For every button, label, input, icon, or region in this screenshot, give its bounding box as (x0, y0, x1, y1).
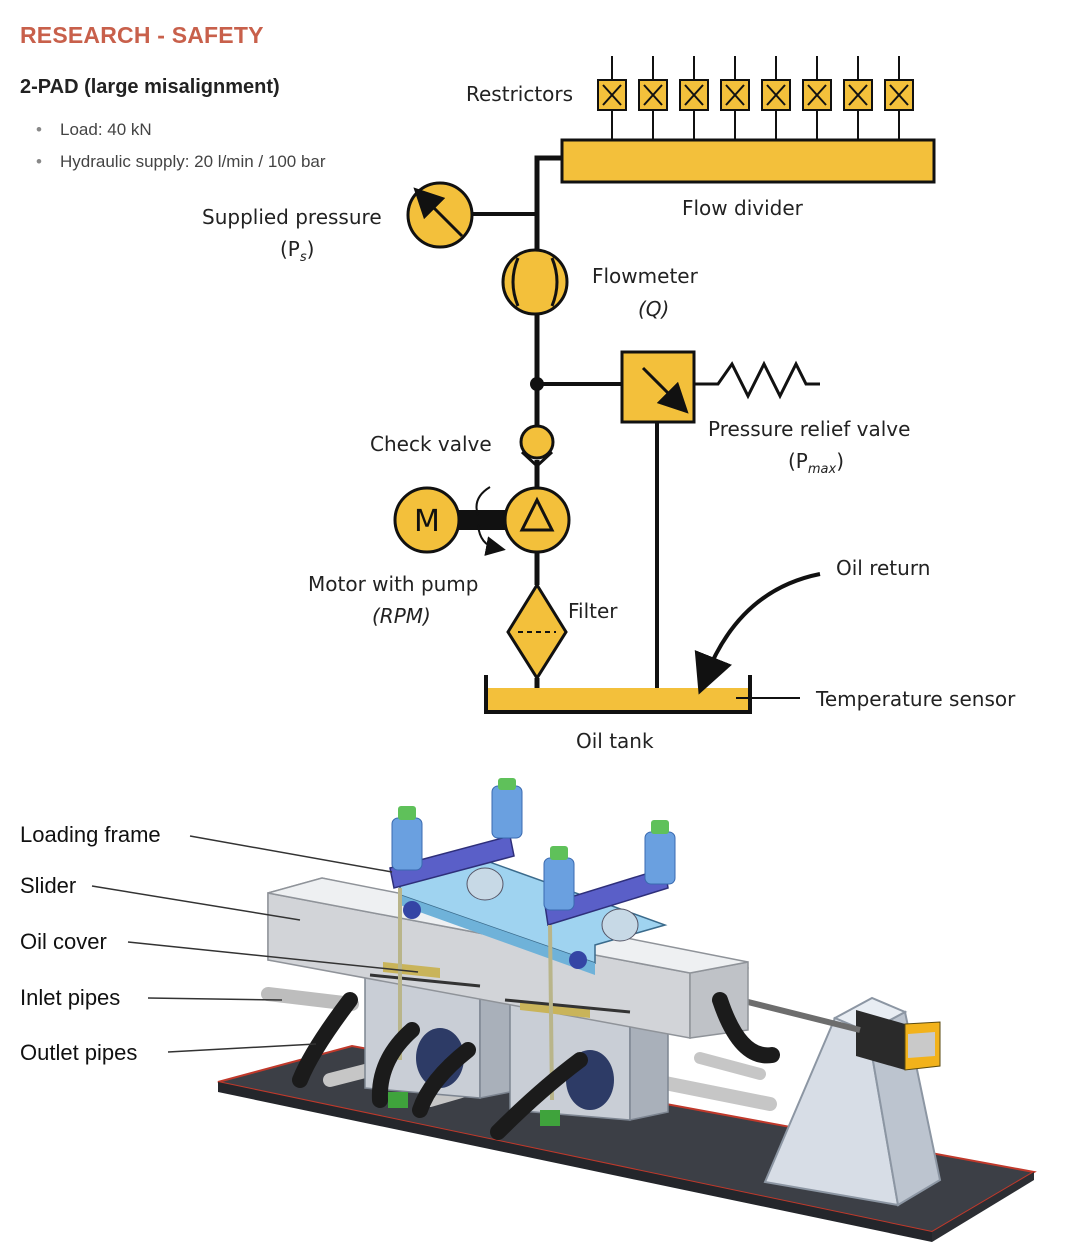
restrictor-icon (802, 56, 832, 140)
motor-rpm-symbol: (RPM) (372, 604, 431, 628)
restrictor-icon (843, 56, 873, 140)
oil-return-arrow (694, 572, 821, 695)
outlet-pipes-leader (167, 1043, 317, 1053)
supplied-pressure-label: Supplied pressure (202, 205, 382, 229)
flowmeter-symbol: (Q) (638, 297, 669, 321)
restrictors-group (597, 56, 914, 140)
restrictor-icon (597, 56, 627, 140)
temperature-sensor-label: Temperature sensor (815, 687, 1016, 711)
spec-load-text: Load: 40 kN (60, 120, 152, 139)
flowmeter-icon (501, 248, 569, 316)
slider-leader (91, 885, 301, 921)
bullet-icon: • (36, 152, 42, 171)
test-rig-illustration (217, 778, 1037, 1242)
restrictor-icon (679, 56, 709, 140)
oil-tank-label: Oil tank (576, 729, 654, 753)
slider-label: Slider (20, 873, 76, 898)
motor-icon: M (393, 486, 506, 556)
outlet-pipes-label: Outlet pipes (20, 1040, 137, 1065)
inlet-pipes-leader (147, 997, 283, 1001)
oil-tank-icon (484, 675, 800, 714)
restrictor-icon (720, 56, 750, 140)
section-title: RESEARCH - SAFETY (20, 22, 264, 48)
supplied-pressure-symbol: (Ps) (280, 237, 314, 265)
pressure-gauge-icon (406, 181, 474, 249)
restrictor-icon (761, 56, 791, 140)
motor-with-pump-label: Motor with pump (308, 572, 479, 596)
rig-labels: Loading frame Slider Oil cover Inlet pip… (20, 822, 419, 1065)
pressure-relief-valve-symbol: (Pmax) (788, 449, 844, 477)
spec-hydraulic-text: Hydraulic supply: 20 l/min / 100 bar (60, 152, 326, 171)
spec-list: • Load: 40 kN • Hydraulic supply: 20 l/min… (36, 116, 326, 180)
pump-icon (503, 486, 571, 554)
flowmeter-label: Flowmeter (592, 264, 699, 288)
inlet-pipes-label: Inlet pipes (20, 985, 120, 1010)
pressure-relief-valve-icon (620, 350, 820, 424)
flow-divider-block (560, 138, 936, 184)
loading-frame-label: Loading frame (20, 822, 161, 847)
loading-frame-leader (189, 835, 393, 873)
pressure-relief-valve-label: Pressure relief valve (708, 417, 910, 441)
spec-item-load: • Load: 40 kN (36, 116, 326, 148)
flow-divider-label: Flow divider (682, 196, 804, 220)
svg-text:M: M (414, 504, 440, 539)
restrictors-label: Restrictors (466, 82, 573, 106)
supply-line (472, 155, 659, 700)
restrictor-icon (884, 56, 914, 140)
oil-cover-leader (127, 941, 419, 973)
filter-label: Filter (568, 599, 618, 623)
spec-item-hydraulic: • Hydraulic supply: 20 l/min / 100 bar (36, 148, 326, 180)
restrictor-icon (638, 56, 668, 140)
sub-title: 2-PAD (large misalignment) (20, 76, 280, 98)
check-valve-label: Check valve (370, 432, 492, 456)
filter-icon (506, 582, 568, 681)
bullet-icon: • (36, 120, 42, 139)
check-valve-icon (519, 424, 555, 469)
oil-cover-label: Oil cover (20, 929, 107, 954)
oil-return-label: Oil return (836, 556, 930, 580)
